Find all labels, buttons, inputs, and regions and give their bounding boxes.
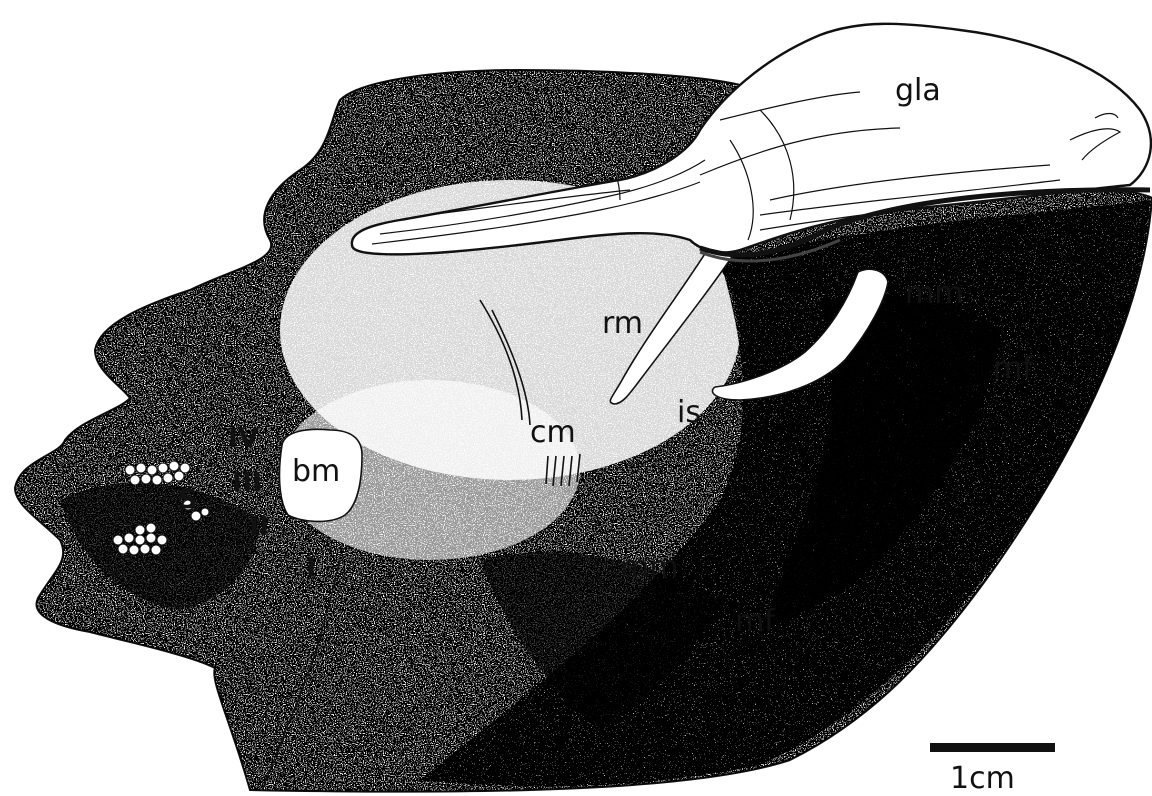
label-ii: II <box>249 511 269 542</box>
label-i: I <box>306 552 316 583</box>
scale-bar-label: 1cm <box>950 761 1015 796</box>
label-iv: IV <box>228 423 259 454</box>
label-mm-upper: mm <box>905 276 963 311</box>
label-bm: bm <box>292 454 340 489</box>
label-rm: rm <box>602 306 643 341</box>
label-gla: gla <box>895 73 941 108</box>
scale-bar-line <box>930 743 1055 752</box>
label-s: S <box>178 484 197 515</box>
label-cm: cm <box>530 415 576 450</box>
label-mm-lower: mm <box>620 550 678 585</box>
label-is: is <box>677 395 701 430</box>
label-mf-lower: mf <box>735 604 776 639</box>
label-iii: III <box>232 467 262 498</box>
scale-bar: 1cm <box>930 743 1055 796</box>
label-mf-upper: mf <box>993 351 1034 386</box>
